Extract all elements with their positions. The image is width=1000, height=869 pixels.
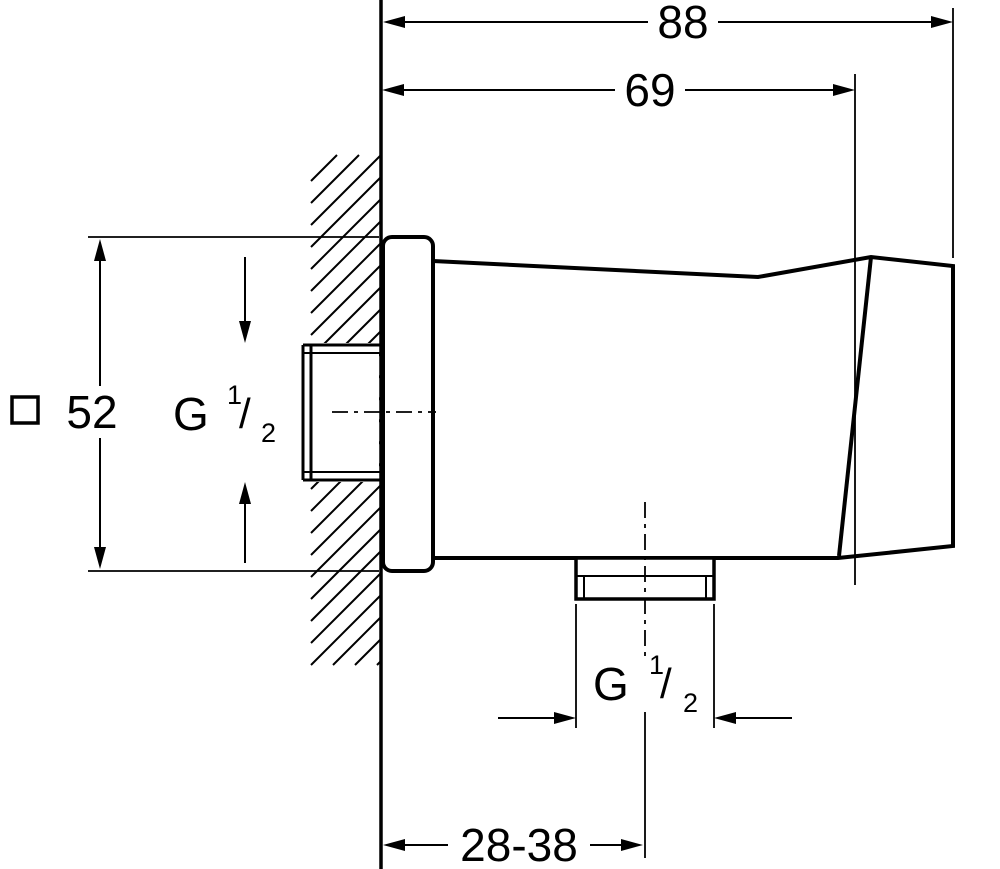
dim-88-arrow-left	[383, 16, 405, 28]
nipple-outline	[301, 343, 381, 482]
dimension-52: 52	[10, 239, 134, 569]
dim-69-label: 69	[624, 64, 675, 116]
dim-69-arrow-right	[833, 84, 855, 96]
dim-88-label-background	[648, 0, 718, 44]
dim-88-label: 88	[657, 0, 708, 48]
wall-union-body	[431, 254, 955, 560]
inlet-thread-letter: G	[173, 388, 209, 440]
outlet-thread-denominator: 2	[683, 688, 698, 718]
dimension-88: 88	[383, 0, 953, 48]
dim-28-38-label-background	[448, 822, 590, 864]
dim-52-label-background	[50, 386, 134, 438]
outlet-thread-letter: G	[593, 658, 629, 710]
inlet-pointer-bottom-arrow	[239, 482, 251, 504]
square-profile-symbol	[10, 395, 40, 425]
outlet-width-dimension	[498, 712, 792, 724]
inlet-pointer-top-arrow	[239, 321, 251, 343]
outlet-thread-label: G 1 / 2	[593, 650, 698, 718]
dim-69-arrow-left	[382, 84, 404, 96]
dimension-28-38: 28-38	[383, 819, 643, 869]
dim-52-arrow-top	[94, 239, 106, 261]
dim-88-arrow-right	[931, 16, 953, 28]
outlet-width-left-arrow	[554, 712, 576, 724]
dim-28-38-label: 28-38	[460, 819, 578, 869]
inlet-thread-slash: /	[239, 390, 251, 437]
dim-52-label: 52	[66, 386, 117, 438]
dim-28-38-arrow-right	[621, 839, 643, 851]
inlet-thread-denominator: 2	[261, 418, 276, 448]
nipple-thread-lines	[303, 352, 381, 473]
outlet-thread-slash: /	[660, 660, 672, 707]
mounting-flange	[381, 235, 435, 573]
inlet-thread-label: G 1 / 2	[173, 380, 276, 448]
outlet-width-right-arrow	[714, 712, 736, 724]
body-outline	[431, 254, 955, 560]
dim-69-label-background	[615, 68, 685, 112]
outlet-thread-numerator: 1	[649, 650, 664, 680]
dimension-69: 69	[382, 64, 855, 116]
inlet-thread-pointers	[239, 257, 251, 563]
dim-52-arrow-bottom	[94, 547, 106, 569]
inlet-thread-numerator: 1	[227, 380, 242, 410]
dim-28-38-arrow-left	[383, 839, 405, 851]
